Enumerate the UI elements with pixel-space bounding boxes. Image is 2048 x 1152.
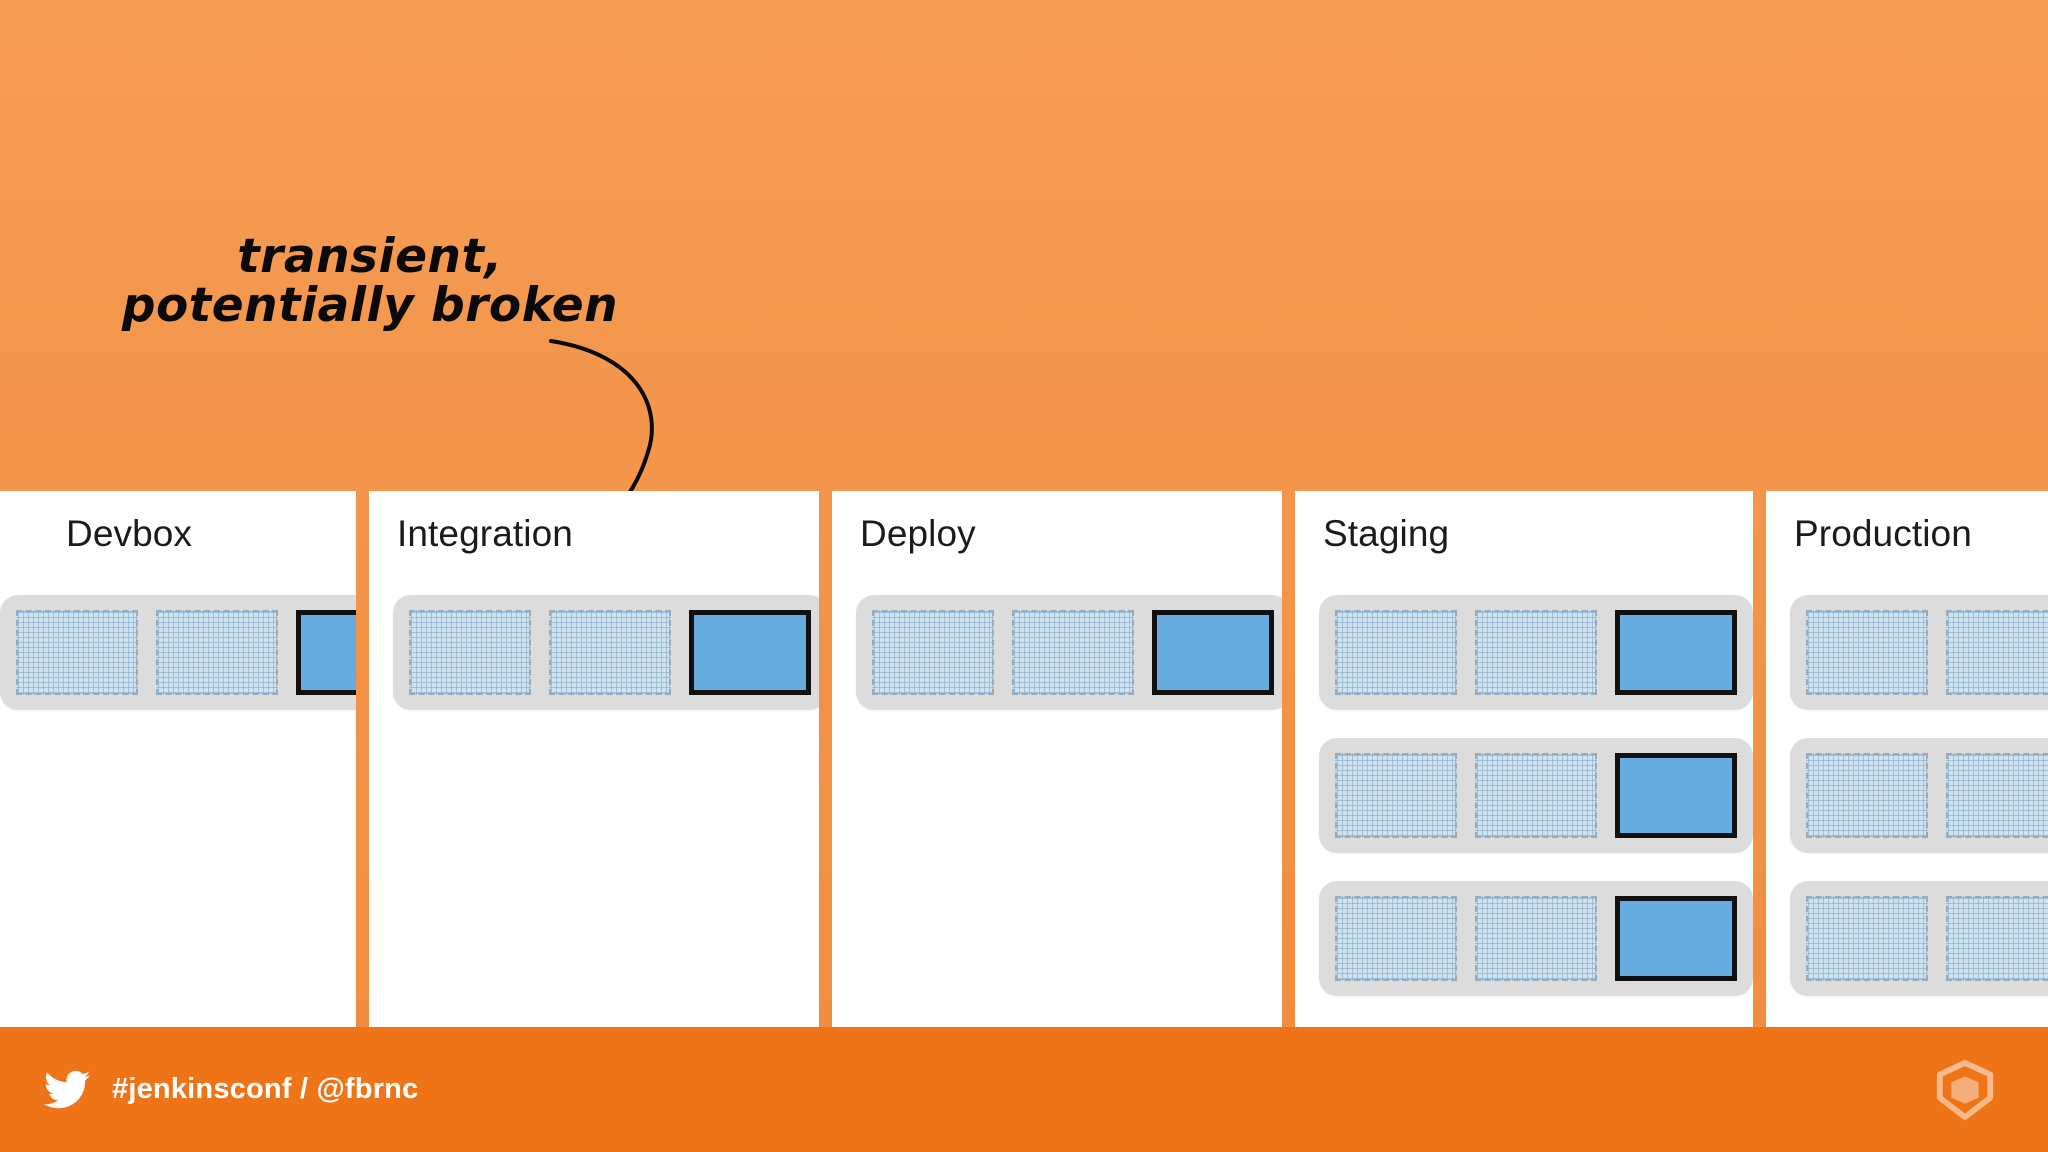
slot-placeholder xyxy=(1335,896,1457,981)
card[interactable] xyxy=(1319,595,1753,710)
card[interactable] xyxy=(856,595,1282,710)
pipeline-column-integration[interactable]: Integration xyxy=(369,491,819,1027)
card-list-devbox xyxy=(0,595,356,710)
slot-placeholder xyxy=(409,610,531,695)
column-title-staging: Staging xyxy=(1323,513,1450,554)
slot-placeholder xyxy=(1475,896,1597,981)
slot-placeholder xyxy=(1335,610,1457,695)
slot-active[interactable] xyxy=(296,610,356,695)
card-list-integration xyxy=(393,595,819,710)
card-list-staging xyxy=(1319,595,1753,996)
slot-placeholder xyxy=(16,610,138,695)
slot-placeholder xyxy=(1475,610,1597,695)
card[interactable] xyxy=(1790,881,2048,996)
slot-placeholder xyxy=(156,610,278,695)
slot-placeholder xyxy=(1012,610,1134,695)
slot-active[interactable] xyxy=(1615,610,1737,695)
footer-social: #jenkinsconf / @fbrnc xyxy=(44,1070,418,1110)
card[interactable] xyxy=(1790,595,2048,710)
slot-active[interactable] xyxy=(1152,610,1274,695)
slot-placeholder xyxy=(1946,610,2048,695)
slot-placeholder xyxy=(1946,896,2048,981)
card[interactable] xyxy=(0,595,356,710)
pipeline-column-deploy[interactable]: Deploy xyxy=(832,491,1282,1027)
aoe-cube-logo xyxy=(1936,1059,1994,1120)
card[interactable] xyxy=(1319,881,1753,996)
column-title-devbox: Devbox xyxy=(66,513,193,554)
annotation-text: transient, potentially broken xyxy=(121,229,619,334)
card[interactable] xyxy=(1319,738,1753,853)
slot-placeholder xyxy=(1475,753,1597,838)
column-title-production: Production xyxy=(1794,513,1972,554)
card-list-deploy xyxy=(856,595,1282,710)
slot-placeholder xyxy=(1806,753,1928,838)
slot-placeholder xyxy=(1806,610,1928,695)
pipeline-columns: Devbox Integration Deploy xyxy=(0,491,2048,1027)
footer-handle-text: #jenkinsconf / @fbrnc xyxy=(112,1073,419,1105)
slot-placeholder xyxy=(872,610,994,695)
card[interactable] xyxy=(393,595,819,710)
slot-active[interactable] xyxy=(1615,896,1737,981)
slot-placeholder xyxy=(549,610,671,695)
footer-bar: #jenkinsconf / @fbrnc xyxy=(0,1027,2048,1152)
pipeline-column-staging[interactable]: Staging xyxy=(1295,491,1753,1027)
slot-active[interactable] xyxy=(689,610,811,695)
slot-placeholder xyxy=(1946,753,2048,838)
column-title-deploy: Deploy xyxy=(860,513,976,554)
slot-placeholder xyxy=(1806,896,1928,981)
card[interactable] xyxy=(1790,738,2048,853)
pipeline-column-production[interactable]: Production xyxy=(1766,491,2048,1027)
slot-placeholder xyxy=(1335,753,1457,838)
card-list-production xyxy=(1790,595,2048,996)
pipeline-column-devbox[interactable]: Devbox xyxy=(0,491,356,1027)
twitter-bird-icon xyxy=(44,1070,90,1108)
column-title-integration: Integration xyxy=(397,513,573,554)
slot-active[interactable] xyxy=(1615,753,1737,838)
